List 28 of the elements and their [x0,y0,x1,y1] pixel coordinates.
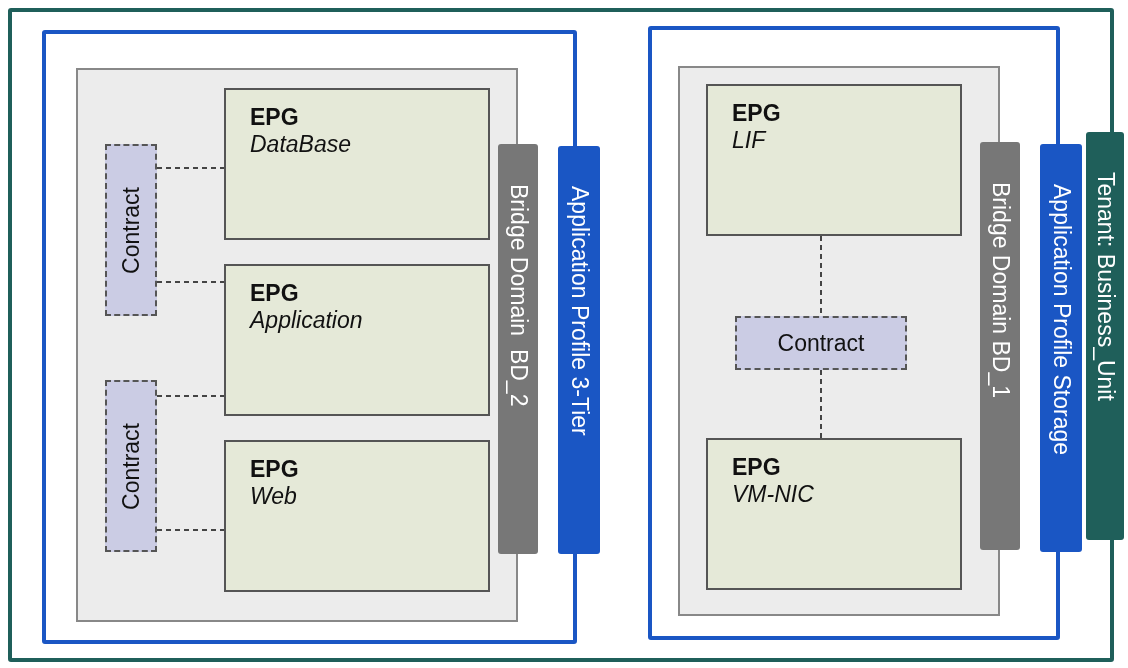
epg-box [224,88,490,240]
epg-name: DataBase [250,131,351,158]
dashed-connector [156,395,225,397]
vertical-label-band: Tenant: Business_Unit [1086,132,1124,540]
contract-box: Contract [105,380,157,552]
dashed-connector [156,529,225,531]
epg-name: VM-NIC [732,481,814,508]
dashed-connector [156,281,225,283]
vertical-label-band: Application Profile Storage [1040,144,1082,552]
epg-box [706,84,962,236]
epg-heading: EPG [732,454,781,481]
vertical-label-band: Application Profile 3-Tier [558,146,600,554]
epg-heading: EPG [732,100,781,127]
epg-box [224,264,490,416]
contract-box: Contract [105,144,157,316]
epg-box [224,440,490,592]
epg-name: LIF [732,127,766,154]
epg-heading: EPG [250,456,299,483]
dashed-connector [820,369,822,439]
dashed-connector [156,167,225,169]
epg-heading: EPG [250,104,299,131]
vertical-label-band: Bridge Domain BD_1 [980,142,1020,550]
epg-box [706,438,962,590]
epg-name: Web [250,483,297,510]
epg-name: Application [250,307,363,334]
contract-box: Contract [735,316,907,370]
vertical-label-band: Bridge Domain BD_2 [498,144,538,554]
epg-heading: EPG [250,280,299,307]
